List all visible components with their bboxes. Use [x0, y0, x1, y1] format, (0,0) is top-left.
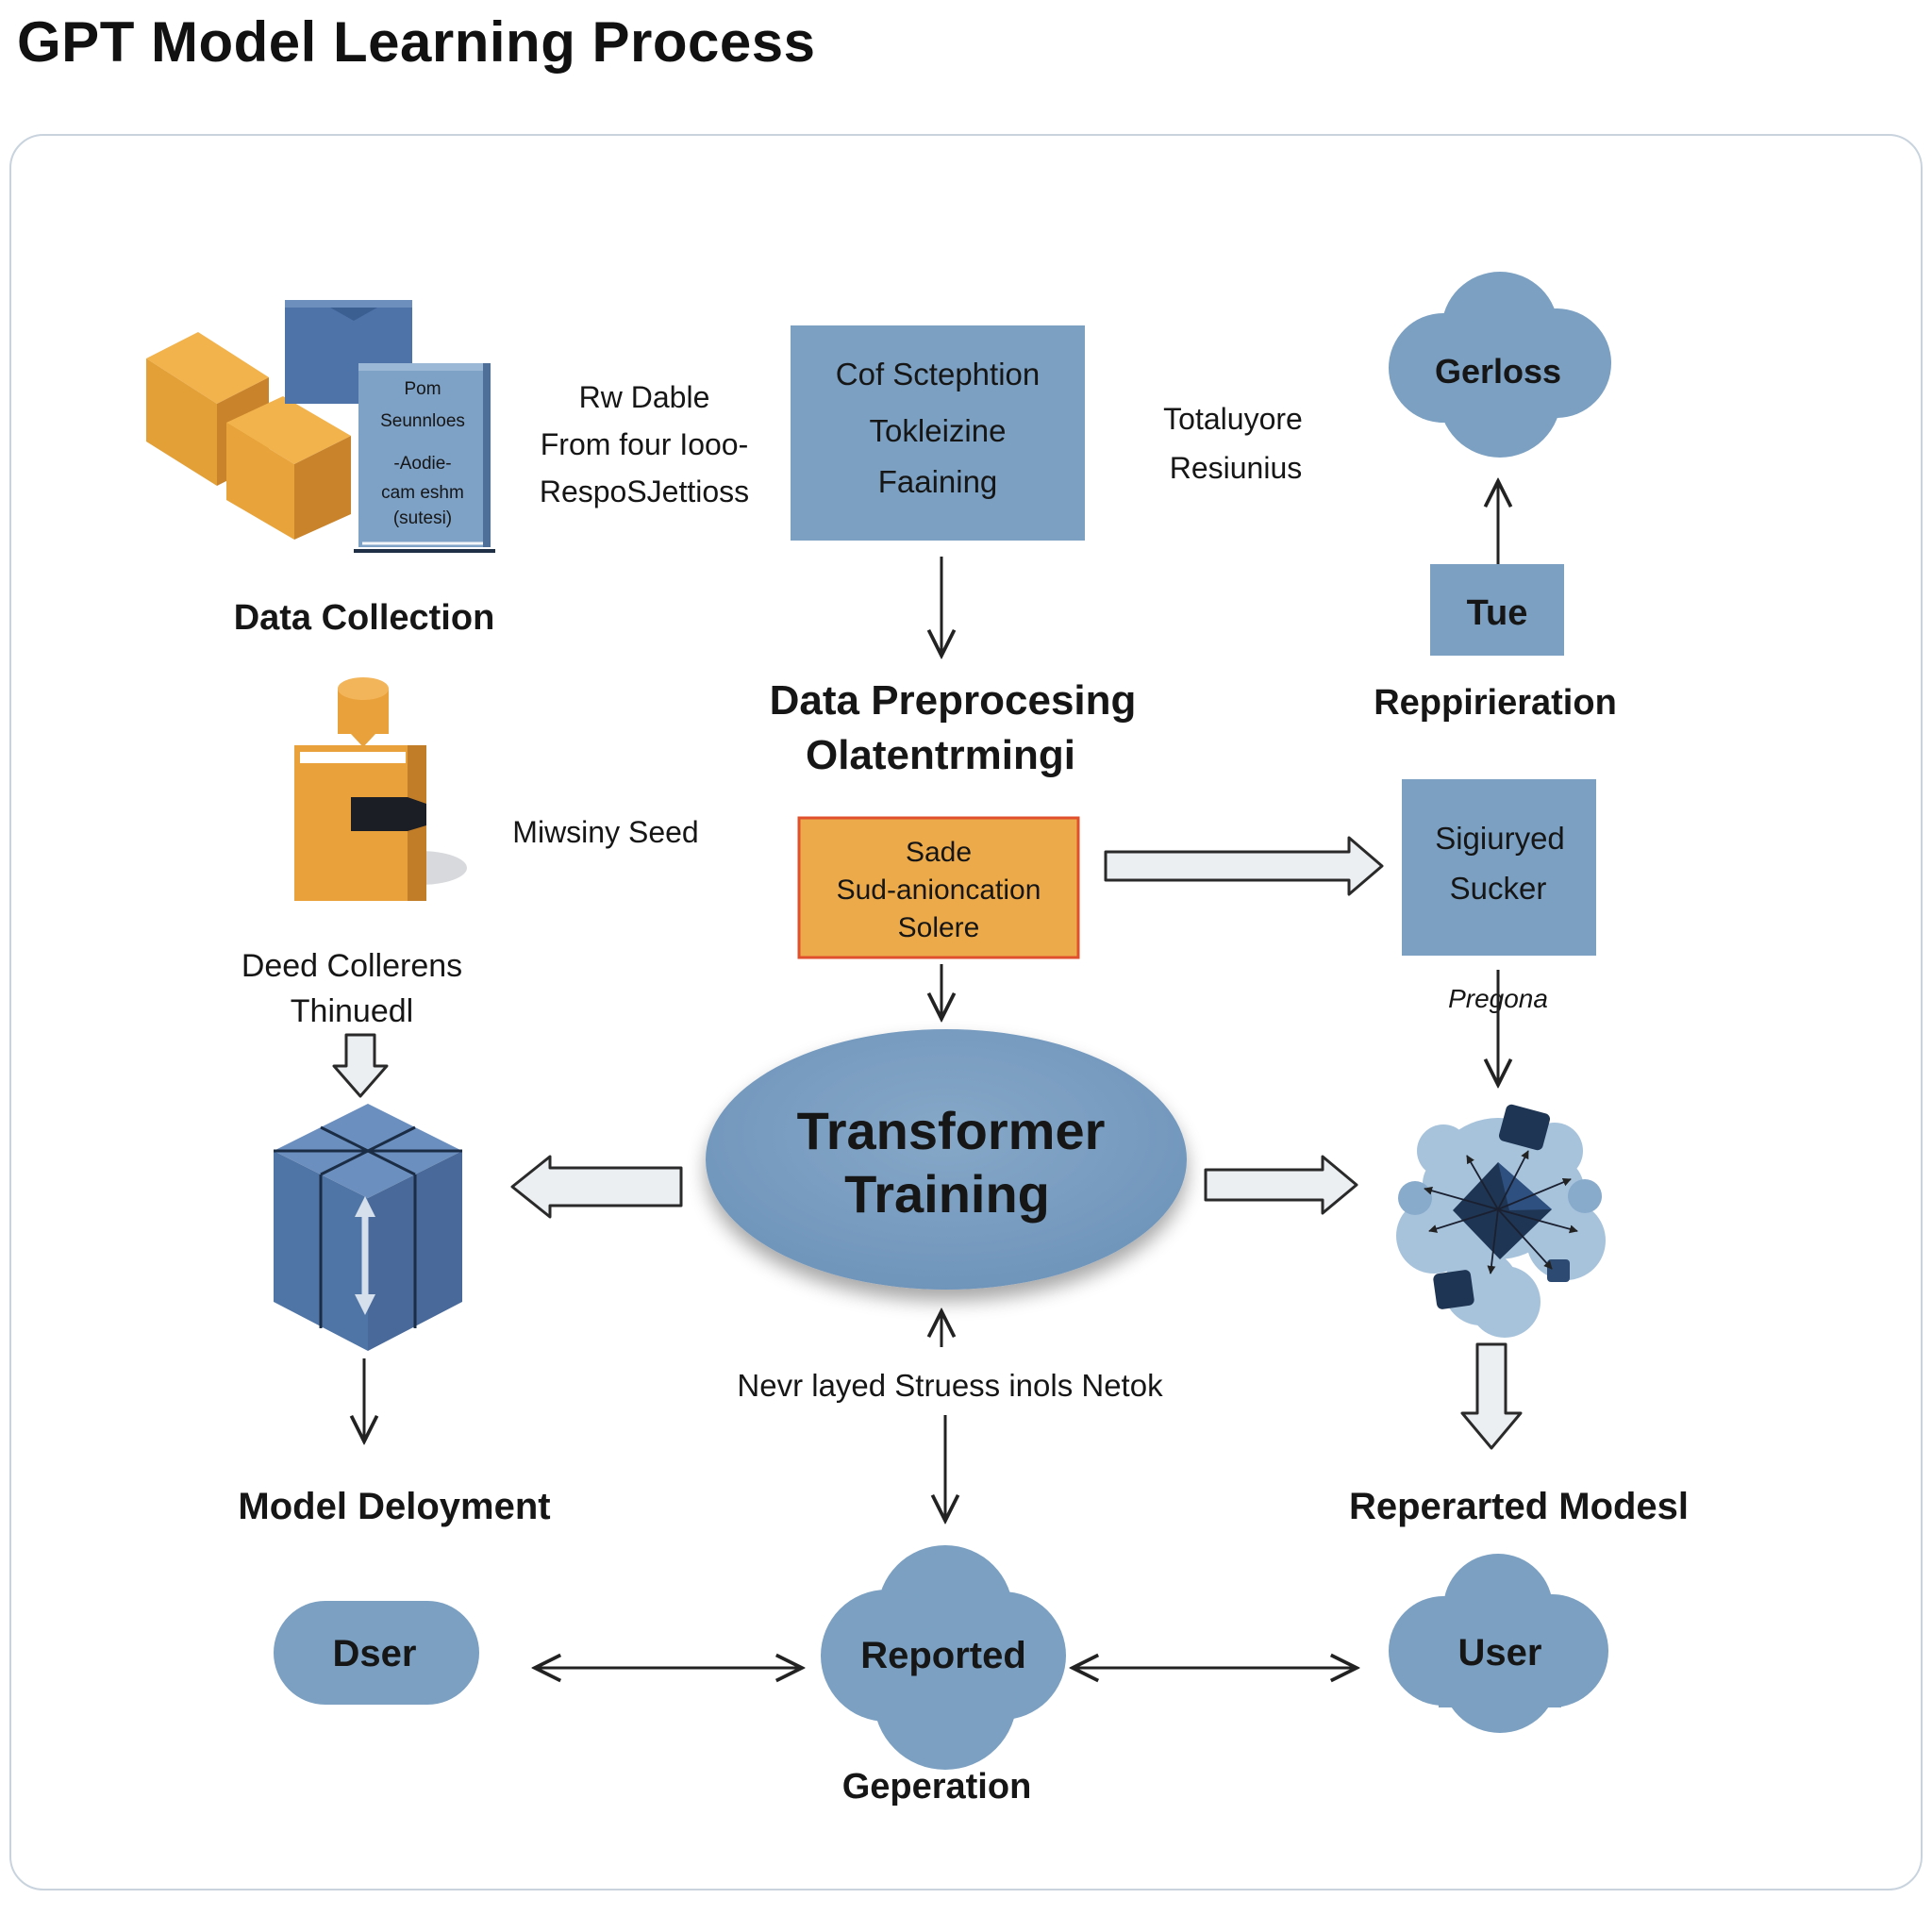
reppirieration-label: Reppirieration: [1374, 683, 1617, 723]
transformer-training-node: Transformer Training: [706, 1029, 1187, 1290]
signed-box: Sigiuryed Sucker: [1402, 779, 1596, 956]
arrow-network-to-models: [1460, 1342, 1523, 1450]
svg-text:Thinuedl: Thinuedl: [291, 993, 413, 1029]
deed-collerens-text: Deed Collerens Thinuedl: [242, 948, 462, 1029]
raw-data-text: Rw Dable From four Iooo- RespoSJettioss: [540, 380, 749, 508]
svg-text:Seunnloes: Seunnloes: [380, 411, 465, 431]
svg-text:Data Preprocesing: Data Preprocesing: [770, 677, 1137, 724]
svg-text:Totaluyore: Totaluyore: [1163, 402, 1303, 436]
dser-pill: Dser: [274, 1601, 479, 1705]
network-cluster-icon: [1396, 1104, 1606, 1338]
svg-text:Faaining: Faaining: [878, 464, 998, 499]
svg-text:-Aodie-: -Aodie-: [393, 454, 451, 474]
data-collection-label: Data Collection: [234, 598, 495, 638]
network-caption: Nevr layed Struess inols Netok: [737, 1368, 1163, 1403]
svg-text:From four Iooo-: From four Iooo-: [541, 427, 749, 461]
reperarted-models-label: Reperarted Modesl: [1349, 1486, 1689, 1527]
model-cube-icon: [274, 1104, 462, 1351]
svg-text:(sutesi): (sutesi): [393, 508, 452, 528]
svg-text:Reported: Reported: [860, 1635, 1026, 1676]
svg-text:Resiunius: Resiunius: [1170, 451, 1303, 485]
svg-text:Sade: Sade: [906, 837, 972, 868]
orange-box: Sade Sud-anioncation Solere: [797, 816, 1080, 959]
book-cover-text: Pom Seunnloes -Aodie- cam eshm (sutesi): [380, 379, 465, 528]
geperation-label: Geperation: [842, 1767, 1032, 1807]
data-preprocessing-label: Data Preprocesing Olatentrmingi: [770, 677, 1137, 778]
page-title: GPT Model Learning Process: [17, 10, 816, 74]
svg-text:Training: Training: [844, 1164, 1050, 1224]
svg-text:Dser: Dser: [333, 1633, 417, 1674]
svg-text:Tue: Tue: [1467, 593, 1528, 633]
missing-seed-text: Miwsiny Seed: [512, 815, 698, 849]
reported-cloud: Reported: [821, 1545, 1066, 1770]
svg-text:Solere: Solere: [898, 912, 980, 943]
document-icon: [294, 677, 467, 901]
svg-text:Pom: Pom: [404, 379, 441, 399]
svg-text:User: User: [1458, 1632, 1542, 1674]
model-deployment-label: Model Deloyment: [238, 1486, 550, 1527]
totaluyore-text: Totaluyore Resiunius: [1163, 402, 1303, 485]
svg-text:Gerloss: Gerloss: [1435, 352, 1561, 391]
svg-text:Olatentrmingi: Olatentrmingi: [806, 732, 1075, 778]
cloud-gerloss: Gerloss: [1389, 272, 1611, 458]
svg-text:Cof Sctephtion: Cof Sctephtion: [836, 357, 1040, 391]
arrow-transformer-to-cube: [510, 1155, 683, 1219]
svg-text:Sucker: Sucker: [1450, 871, 1547, 906]
svg-text:Tokleizine: Tokleizine: [870, 413, 1007, 448]
preprocessing-box: Cof Sctephtion Tokleizine Faaining: [791, 325, 1085, 541]
svg-text:RespoSJettioss: RespoSJettioss: [540, 475, 749, 508]
user-cloud: User: [1389, 1554, 1608, 1733]
svg-text:cam eshm: cam eshm: [381, 483, 464, 503]
tue-box: Tue: [1430, 564, 1564, 656]
data-collection-icon: [146, 300, 495, 553]
svg-text:Deed Collerens: Deed Collerens: [242, 948, 462, 984]
svg-text:Sigiuryed: Sigiuryed: [1435, 821, 1565, 856]
svg-text:Transformer: Transformer: [797, 1101, 1106, 1160]
arrow-deed-to-cube: [332, 1033, 389, 1098]
svg-text:Sud-anioncation: Sud-anioncation: [837, 874, 1041, 906]
svg-text:Rw Dable: Rw Dable: [579, 380, 710, 414]
arrow-transformer-to-network: [1204, 1155, 1358, 1215]
arrow-orange-to-signed: [1104, 836, 1384, 896]
